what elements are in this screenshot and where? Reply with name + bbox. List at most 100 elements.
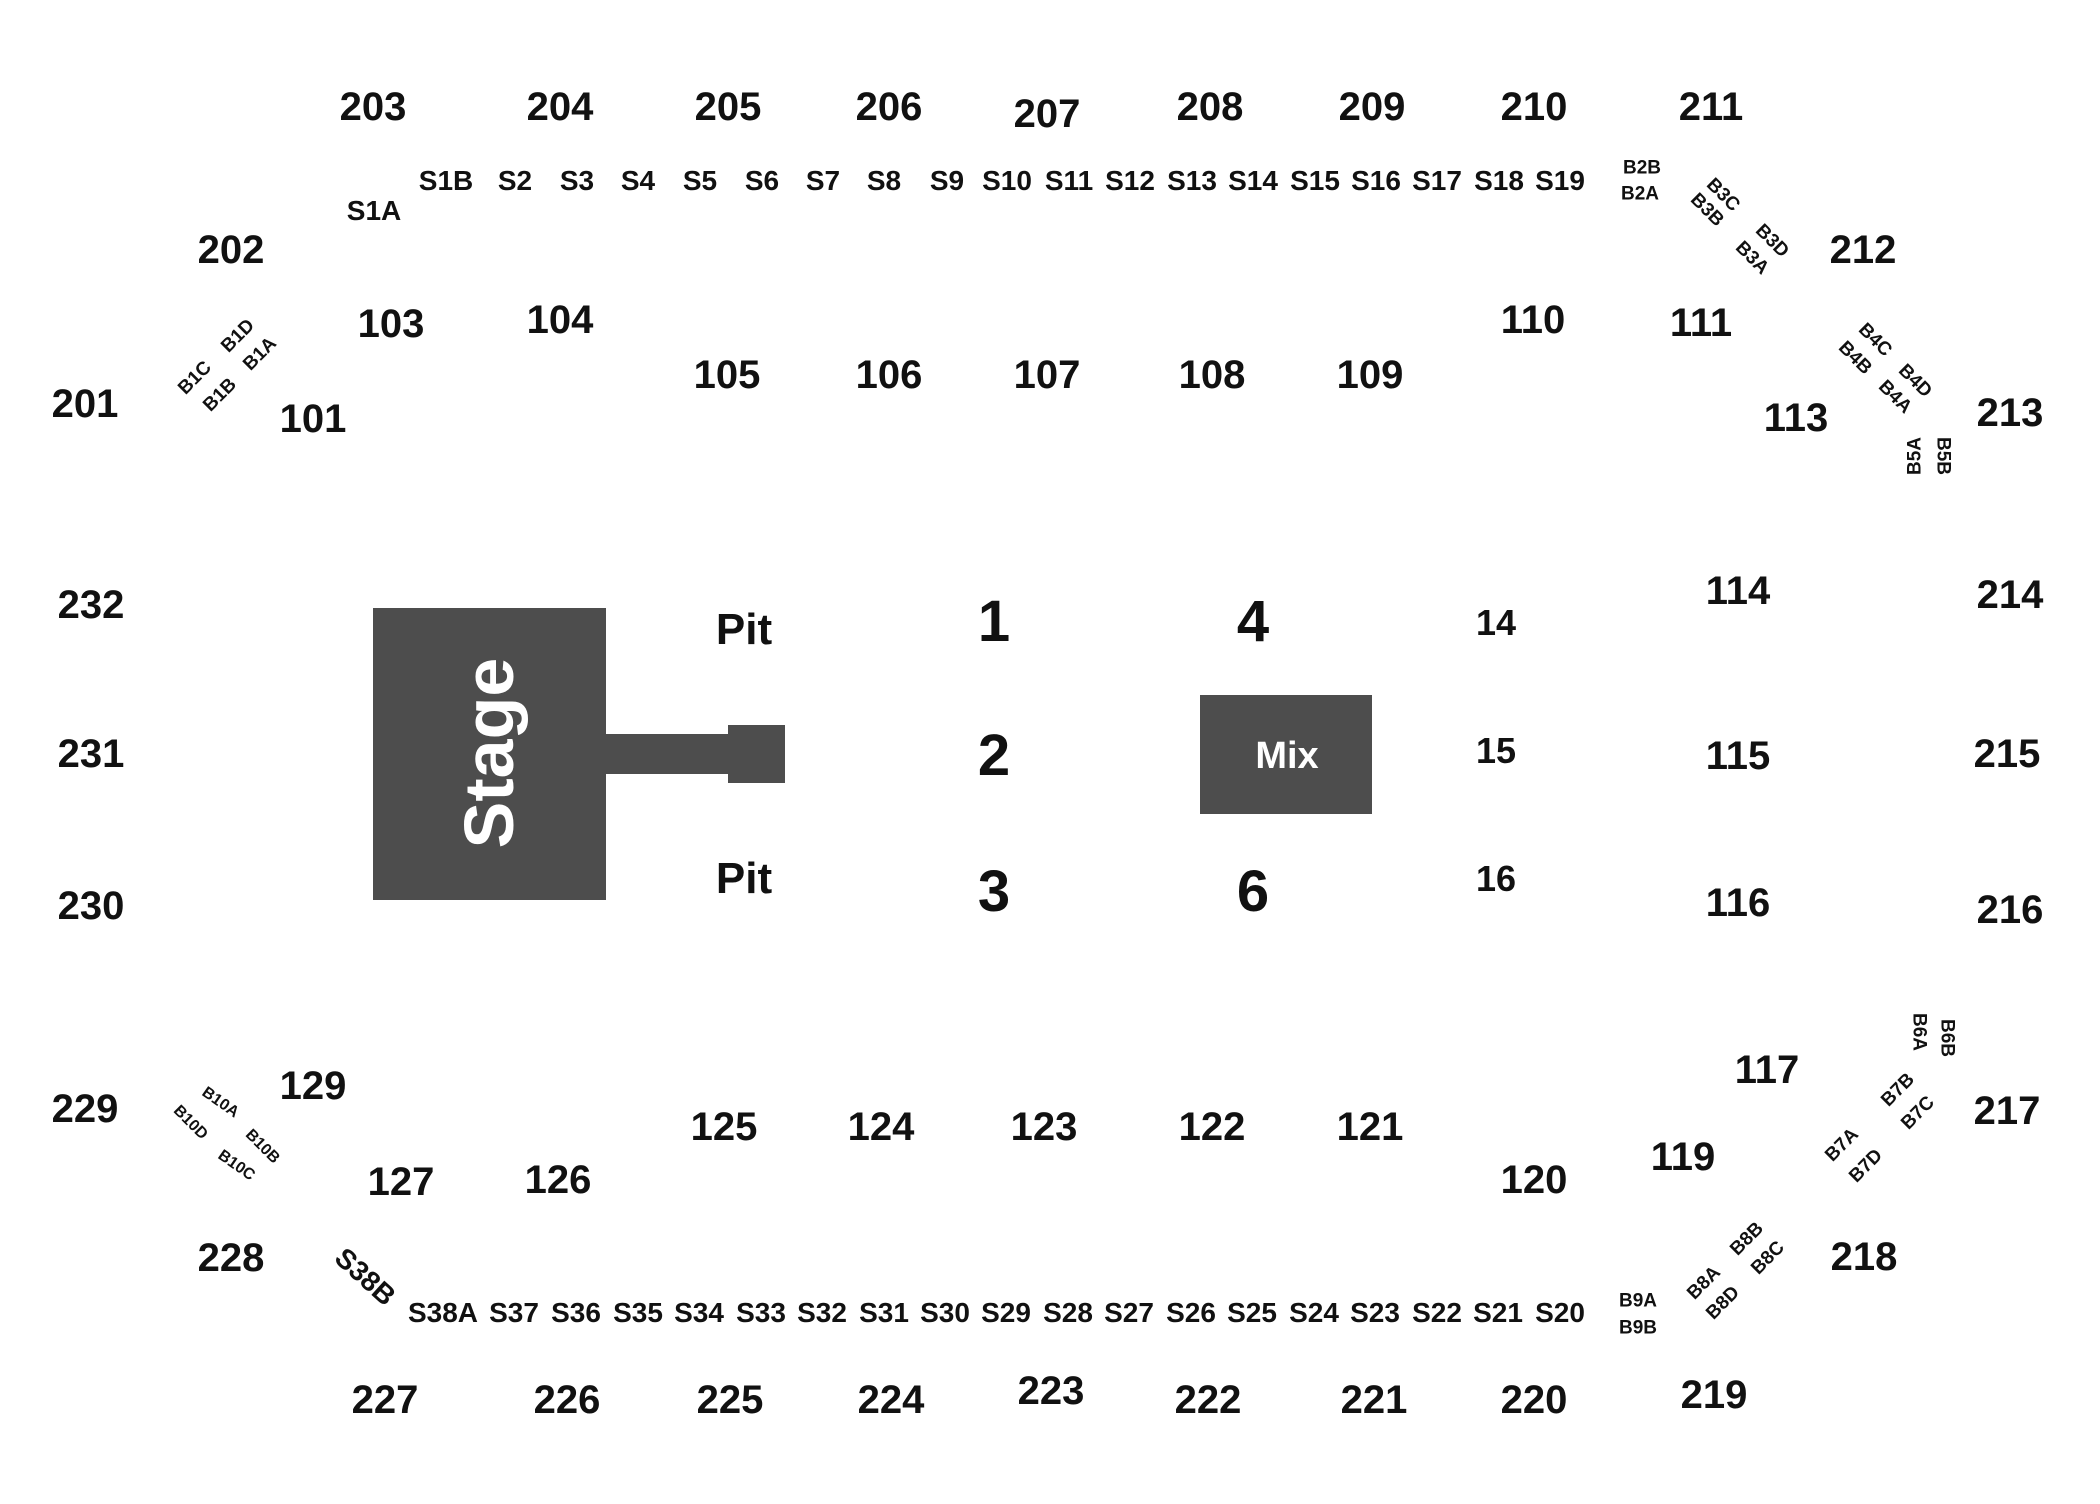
suite-s35[interactable]: S35 (613, 1297, 663, 1328)
stage-runway-end[interactable] (728, 725, 785, 783)
upper-section-227[interactable]: 227 (351, 1378, 419, 1422)
lower-section-126[interactable]: 126 (524, 1158, 592, 1202)
upper-section-209[interactable]: 209 (1338, 85, 1406, 129)
suite-s10[interactable]: S10 (982, 165, 1032, 196)
lower-section-122[interactable]: 122 (1178, 1105, 1246, 1149)
upper-section-211[interactable]: 211 (1678, 85, 1744, 129)
suite-s14[interactable]: S14 (1228, 165, 1278, 196)
box-b2a[interactable]: B2A (1620, 183, 1660, 205)
upper-section-213[interactable]: 213 (1976, 391, 2044, 435)
suite-s29[interactable]: S29 (981, 1297, 1031, 1328)
suite-s13[interactable]: S13 (1167, 165, 1217, 196)
floor-section-2[interactable]: 2 (977, 723, 1011, 788)
suite-s36[interactable]: S36 (551, 1297, 601, 1328)
suite-s26[interactable]: S26 (1166, 1297, 1216, 1328)
lower-section-115[interactable]: 115 (1705, 734, 1771, 778)
upper-section-215[interactable]: 215 (1973, 732, 2041, 776)
lower-section-120[interactable]: 120 (1500, 1158, 1568, 1202)
suite-s32[interactable]: S32 (797, 1297, 847, 1328)
upper-section-222[interactable]: 222 (1174, 1378, 1242, 1422)
suite-s33[interactable]: S33 (736, 1297, 786, 1328)
box-b10c[interactable]: B10C (214, 1146, 258, 1185)
box-b2b[interactable]: B2B (1622, 157, 1662, 179)
box-b7d[interactable]: B7D (1845, 1145, 1887, 1187)
box-b6b[interactable]: B6B (1936, 1018, 1958, 1058)
lower-section-117[interactable]: 117 (1734, 1048, 1800, 1092)
lower-section-119[interactable]: 119 (1650, 1135, 1716, 1179)
upper-section-206[interactable]: 206 (855, 85, 923, 129)
suite-s25[interactable]: S25 (1227, 1297, 1277, 1328)
suite-s9[interactable]: S9 (929, 165, 965, 196)
box-b10a[interactable]: B10A (198, 1083, 242, 1122)
suite-s4[interactable]: S4 (620, 165, 656, 196)
upper-section-232[interactable]: 232 (57, 583, 125, 627)
suite-s30[interactable]: S30 (920, 1297, 970, 1328)
box-b5a[interactable]: B5A (1904, 436, 1926, 476)
suite-s8[interactable]: S8 (866, 165, 902, 196)
stage-block[interactable] (373, 608, 606, 900)
suite-s22[interactable]: S22 (1412, 1297, 1462, 1328)
upper-section-201[interactable]: 201 (51, 382, 119, 426)
lower-section-123[interactable]: 123 (1010, 1105, 1078, 1149)
upper-section-225[interactable]: 225 (696, 1378, 764, 1422)
upper-section-212[interactable]: 212 (1829, 228, 1897, 272)
lower-section-110[interactable]: 110 (1500, 298, 1566, 342)
upper-section-214[interactable]: 214 (1976, 573, 2044, 617)
suite-s1a[interactable]: S1A (346, 195, 402, 226)
lower-section-105[interactable]: 105 (693, 353, 761, 397)
upper-section-202[interactable]: 202 (197, 228, 265, 272)
lower-section-127[interactable]: 127 (367, 1160, 435, 1204)
upper-section-210[interactable]: 210 (1500, 85, 1568, 129)
upper-section-223[interactable]: 223 (1017, 1369, 1085, 1413)
lower-section-109[interactable]: 109 (1336, 353, 1404, 397)
floor-section-4[interactable]: 4 (1236, 589, 1270, 654)
lower-section-107[interactable]: 107 (1013, 353, 1081, 397)
stage-runway[interactable] (604, 734, 730, 774)
floor-section-15[interactable]: 15 (1475, 730, 1517, 771)
suite-s12[interactable]: S12 (1105, 165, 1155, 196)
suite-s28[interactable]: S28 (1043, 1297, 1093, 1328)
suite-s19[interactable]: S19 (1535, 165, 1585, 196)
suite-s16[interactable]: S16 (1351, 165, 1401, 196)
suite-s37[interactable]: S37 (489, 1297, 539, 1328)
box-b9b[interactable]: B9B (1618, 1317, 1658, 1339)
pit-section-upper[interactable]: Pit (715, 605, 773, 654)
floor-section-6[interactable]: 6 (1236, 859, 1270, 924)
upper-section-221[interactable]: 221 (1340, 1378, 1408, 1422)
suite-s38b[interactable]: S38B (328, 1241, 402, 1312)
suite-s3[interactable]: S3 (559, 165, 595, 196)
suite-s23[interactable]: S23 (1350, 1297, 1400, 1328)
suite-s2[interactable]: S2 (497, 165, 533, 196)
mix-block[interactable] (1200, 695, 1372, 814)
lower-section-103[interactable]: 103 (357, 302, 425, 346)
box-b10b[interactable]: B10B (241, 1126, 283, 1168)
lower-section-129[interactable]: 129 (279, 1064, 347, 1108)
lower-section-101[interactable]: 101 (279, 397, 347, 441)
upper-section-217[interactable]: 217 (1973, 1089, 2041, 1133)
upper-section-231[interactable]: 231 (57, 732, 125, 776)
lower-section-111[interactable]: 111 (1669, 301, 1733, 345)
suite-s1b[interactable]: S1B (418, 165, 474, 196)
upper-section-218[interactable]: 218 (1830, 1235, 1898, 1279)
lower-section-114[interactable]: 114 (1705, 569, 1771, 613)
suite-s38a[interactable]: S38A (407, 1297, 479, 1328)
lower-section-113[interactable]: 113 (1763, 396, 1829, 440)
upper-section-205[interactable]: 205 (694, 85, 762, 129)
lower-section-121[interactable]: 121 (1336, 1105, 1404, 1149)
upper-section-230[interactable]: 230 (57, 884, 125, 928)
upper-section-224[interactable]: 224 (857, 1378, 925, 1422)
floor-section-1[interactable]: 1 (977, 589, 1011, 654)
suite-s17[interactable]: S17 (1412, 165, 1462, 196)
suite-s5[interactable]: S5 (682, 165, 718, 196)
lower-section-116[interactable]: 116 (1705, 881, 1771, 925)
suite-s15[interactable]: S15 (1290, 165, 1340, 196)
suite-s31[interactable]: S31 (859, 1297, 909, 1328)
suite-s6[interactable]: S6 (744, 165, 780, 196)
suite-s24[interactable]: S24 (1289, 1297, 1339, 1328)
upper-section-204[interactable]: 204 (526, 85, 594, 129)
upper-section-220[interactable]: 220 (1500, 1378, 1568, 1422)
upper-section-226[interactable]: 226 (533, 1378, 601, 1422)
lower-section-106[interactable]: 106 (855, 353, 923, 397)
upper-section-203[interactable]: 203 (339, 85, 407, 129)
upper-section-207[interactable]: 207 (1013, 92, 1081, 136)
